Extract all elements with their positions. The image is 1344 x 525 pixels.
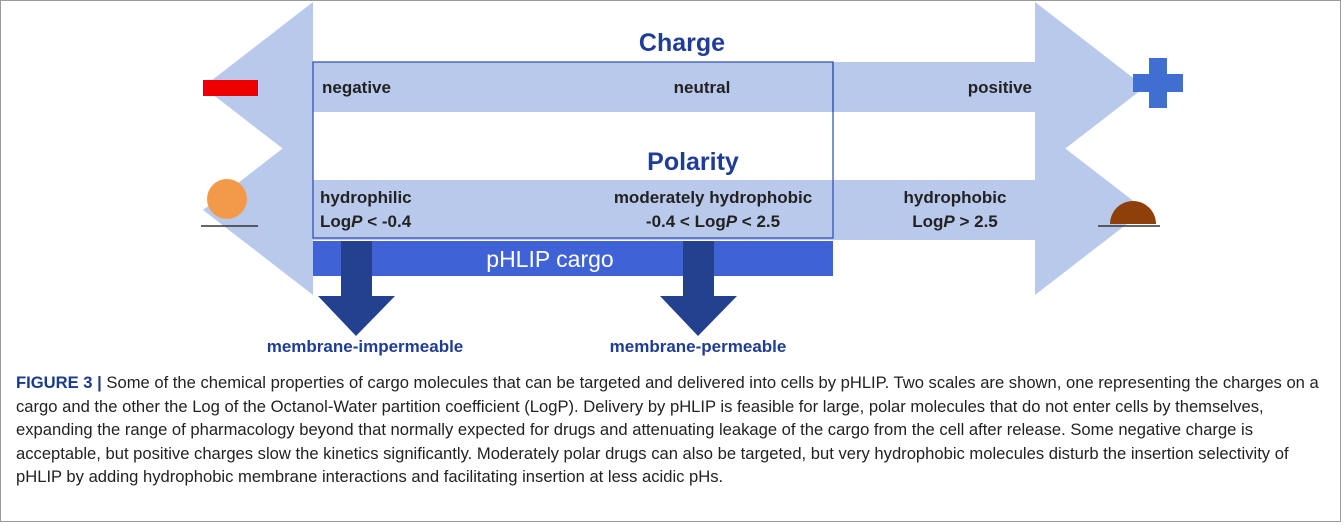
- moderate-label: moderately hydrophobic: [614, 188, 812, 207]
- caption-text: Some of the chemical properties of cargo…: [16, 373, 1319, 486]
- polarity-scale-arrow: [203, 125, 1145, 295]
- charge-scale-arrow: [203, 2, 1145, 172]
- figure-label: FIGURE 3 |: [16, 373, 102, 392]
- impermeable-down-arrow: [318, 241, 395, 336]
- charge-label-negative: negative: [322, 78, 391, 97]
- polarity-title: Polarity: [647, 148, 739, 176]
- hydrophilic-label: hydrophilic: [320, 188, 412, 207]
- membrane-impermeable-label: membrane-impermeable: [267, 337, 464, 356]
- figure-caption: FIGURE 3 | Some of the chemical properti…: [16, 371, 1326, 489]
- membrane-permeable-label: membrane-permeable: [610, 337, 787, 356]
- acceptable-range-box: [312, 61, 834, 239]
- positive-charge-icon: [1133, 58, 1183, 108]
- phlip-cargo-bar: [313, 241, 833, 276]
- phlip-cargo-label: pHLIP cargo: [486, 246, 613, 272]
- negative-charge-icon: [203, 80, 258, 96]
- hydrophobic-molecule-icon: [1098, 201, 1160, 227]
- charge-label-neutral: neutral: [674, 78, 731, 97]
- hydrophobic-logp: LogP > 2.5: [912, 212, 998, 231]
- hydrophilic-logp: LogP < -0.4: [320, 212, 412, 231]
- polarity-charge-diagram: Charge negative neutral positive Polarit…: [201, 2, 1183, 356]
- charge-label-positive: positive: [968, 78, 1032, 97]
- hydrophobic-label: hydrophobic: [904, 188, 1007, 207]
- charge-title: Charge: [639, 29, 725, 57]
- hydrophilic-molecule-icon: [201, 179, 258, 227]
- moderate-logp: -0.4 < LogP < 2.5: [646, 212, 780, 231]
- permeable-down-arrow: [660, 241, 737, 336]
